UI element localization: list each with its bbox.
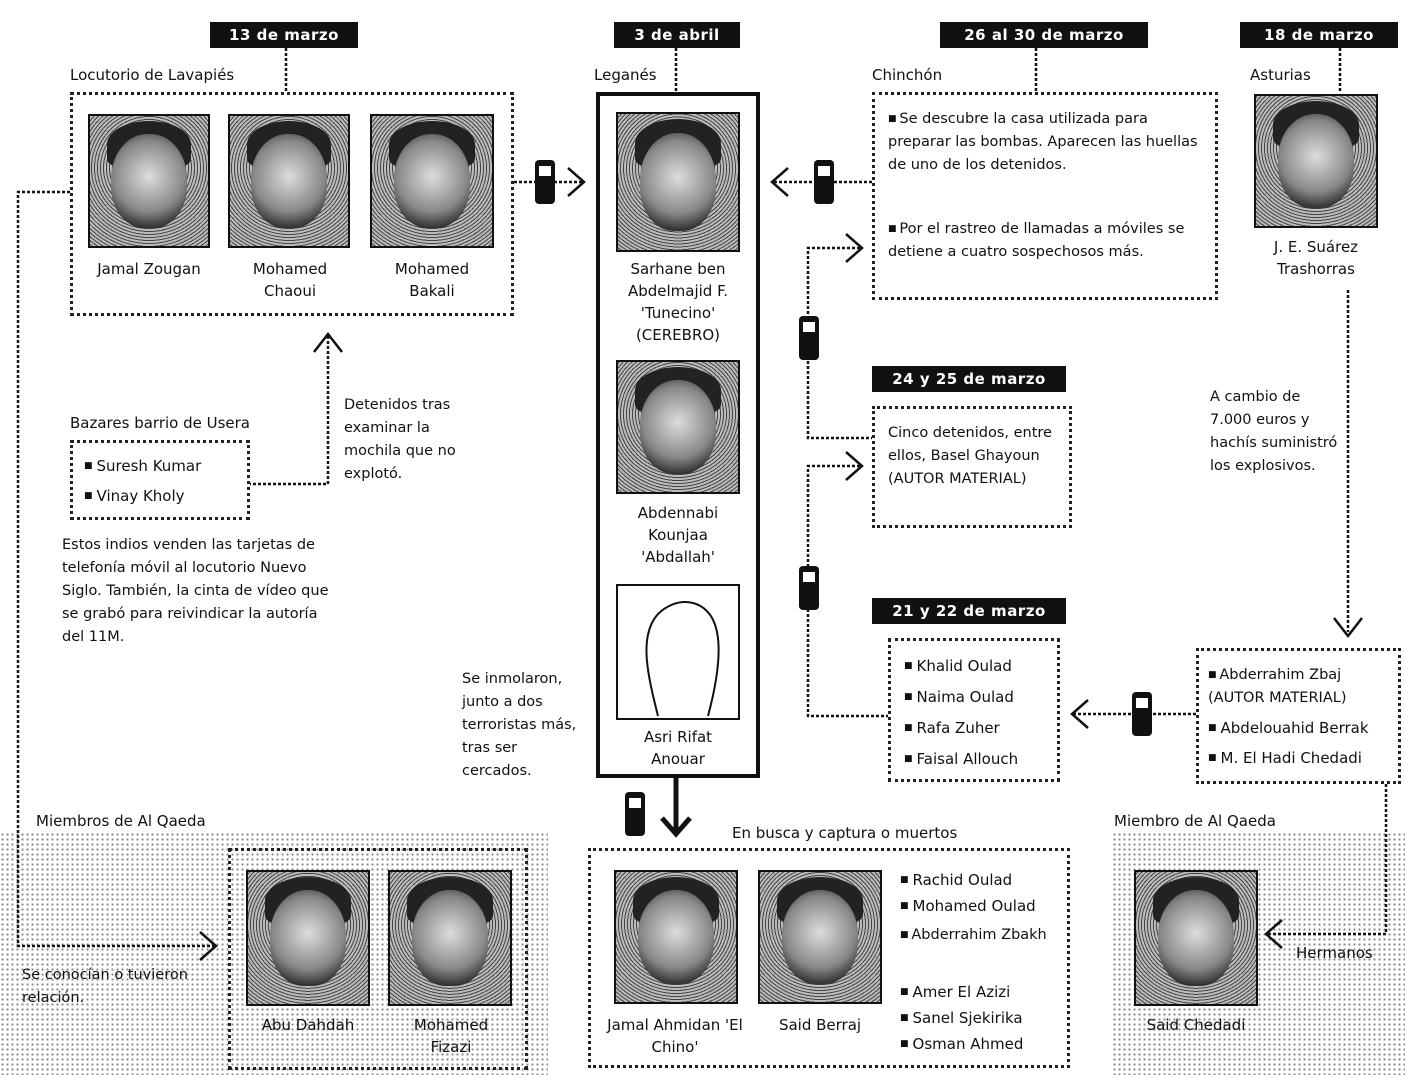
phone-icon xyxy=(535,160,555,204)
person-photo xyxy=(1254,94,1378,228)
date-tag: 13 de marzo xyxy=(210,22,358,48)
d21-item: ■Khalid Oulad xyxy=(904,657,1012,675)
d21-item: ■Naima Oulad xyxy=(904,688,1014,706)
person-name: Said Berraj xyxy=(778,1016,862,1034)
chinchon-item: ■ Se descubre la casa utilizada para pre… xyxy=(888,111,1198,173)
person-name: Jamal Ahmidan 'El Chino' xyxy=(607,1016,743,1056)
person-name: Jamal Zougan xyxy=(97,260,201,278)
person-name: Mohamed Bakali xyxy=(394,260,470,300)
person-name: Mohamed Fizazi xyxy=(413,1016,489,1056)
person-photo xyxy=(614,870,738,1004)
date-tag: 26 al 30 de marzo xyxy=(940,22,1148,48)
date-tag: 21 y 22 de marzo xyxy=(872,598,1066,624)
d21-box xyxy=(888,638,1060,782)
place-label: En busca y captura o muertos xyxy=(732,824,958,842)
alqaeda-note: Se conocían o tuvieron relación. xyxy=(22,967,188,1006)
alqaeda-box xyxy=(228,848,528,1070)
person-photo xyxy=(388,870,512,1006)
usera-note: Estos indios venden las tarjetas de tele… xyxy=(62,537,329,645)
person-name: Mohamed Chaoui xyxy=(252,260,328,300)
usera-box xyxy=(70,440,250,520)
date-tag: 3 de abril xyxy=(614,22,740,48)
phone-icon xyxy=(625,792,645,836)
person-name: Said Chedadi xyxy=(1146,1016,1246,1034)
place-label: Asturias xyxy=(1250,66,1311,84)
chinchon-box xyxy=(872,92,1218,300)
place-label: Miembro de Al Qaeda xyxy=(1114,812,1276,830)
busca-item: ■Sanel Sjekirika xyxy=(900,1009,1023,1027)
person-photo xyxy=(758,870,882,1004)
phone-icon xyxy=(1132,692,1152,736)
person-name: Asri Rifat Anouar xyxy=(643,728,713,768)
person-photo xyxy=(616,360,740,494)
d24-text: Cinco detenidos, entre ellos, Basel Ghay… xyxy=(888,425,1052,487)
date-tag: 18 de marzo xyxy=(1240,22,1398,48)
busca-item: ■Amer El Azizi xyxy=(900,983,1011,1001)
person-photo xyxy=(88,114,210,248)
busca-item: ■Rachid Oulad xyxy=(900,871,1013,889)
usera-item: ■Suresh Kumar xyxy=(84,457,202,475)
place-label: Bazares barrio de Usera xyxy=(70,414,250,432)
place-label: Miembros de Al Qaeda xyxy=(36,812,206,830)
phone-icon xyxy=(814,160,834,204)
person-photo xyxy=(616,112,740,252)
date-tag: 24 y 25 de marzo xyxy=(872,366,1066,392)
busca-item: ■Mohamed Oulad xyxy=(900,897,1036,915)
inmolaron-note: Se inmolaron, junto a dos terroristas má… xyxy=(462,671,577,779)
person-photo xyxy=(1134,870,1258,1006)
person-photo xyxy=(228,114,350,248)
person-name: J. E. Suárez Trashorras xyxy=(1273,238,1359,278)
person-photo xyxy=(246,870,370,1006)
person-photo xyxy=(370,114,494,248)
phone-icon xyxy=(799,316,819,360)
silhouette-icon xyxy=(645,601,720,717)
zbaj-item: ■M. El Hadi Chedadi xyxy=(1208,749,1362,767)
zbaj-item: ■ Abderrahim Zbaj (AUTOR MATERIAL) xyxy=(1208,667,1347,706)
place-label: Chinchón xyxy=(872,66,943,84)
usera-item: ■Vinay Kholy xyxy=(84,487,185,505)
busca-item: ■Osman Ahmed xyxy=(900,1035,1024,1053)
hermanos-label: Hermanos xyxy=(1296,944,1373,962)
person-name: Abu Dahdah xyxy=(261,1016,355,1034)
d21-item: ■Rafa Zuher xyxy=(904,719,1000,737)
d21-item: ■Faisal Allouch xyxy=(904,750,1019,768)
detenidos-note: Detenidos tras examinar la mochila que n… xyxy=(344,397,456,482)
chinchon-item: ■ Por el rastreo de llamadas a móviles s… xyxy=(888,221,1185,260)
person-name: Abdennabi Kounjaa 'Abdallah' xyxy=(637,504,719,566)
asturias-note: A cambio de 7.000 euros y hachís suminis… xyxy=(1210,389,1338,474)
busca-item: ■ Abderrahim Zbakh xyxy=(900,927,1047,943)
zbaj-box xyxy=(1196,648,1401,784)
person-name: Sarhane ben Abdelmajid F. 'Tunecino' (CE… xyxy=(627,260,729,344)
d24-box xyxy=(872,406,1072,528)
phone-icon xyxy=(799,566,819,610)
place-label: Leganés xyxy=(594,66,657,84)
zbaj-item: ■Abdelouahid Berrak xyxy=(1208,719,1369,737)
silhouette-photo xyxy=(616,584,740,720)
place-label: Locutorio de Lavapiés xyxy=(70,66,235,84)
